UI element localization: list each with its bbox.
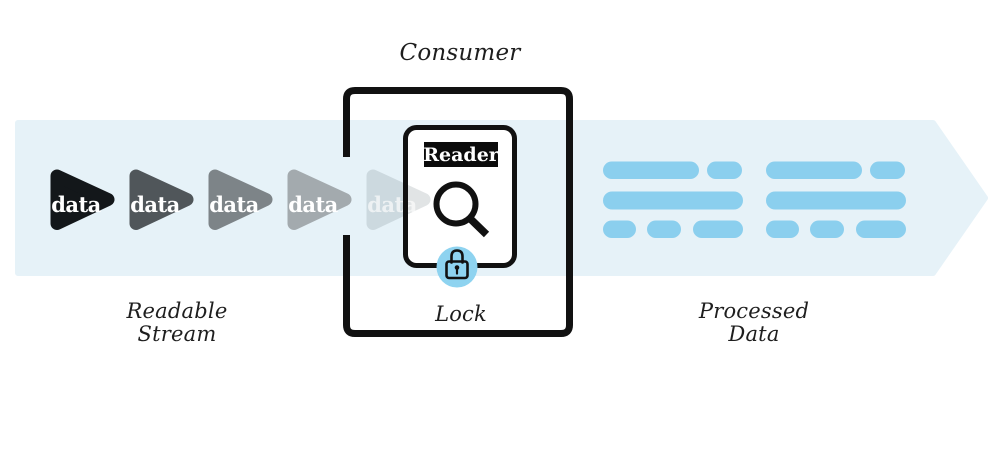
data-chunk-5 bbox=[366, 169, 431, 230]
processed-data-bar bbox=[856, 220, 906, 238]
reader-label: Reader bbox=[423, 142, 499, 167]
data-chunk-2-label: data bbox=[130, 192, 180, 217]
consumer-box-border bbox=[343, 87, 573, 337]
data-chunk-4 bbox=[287, 169, 352, 230]
processed-data-bar bbox=[603, 220, 636, 238]
data-chunk-3 bbox=[208, 169, 273, 230]
processed-data-bar bbox=[647, 220, 681, 238]
processed-data-bar bbox=[693, 220, 743, 238]
data-chunk-4-label: data bbox=[288, 192, 338, 217]
search-icon bbox=[433, 181, 490, 238]
processed-data-bar bbox=[810, 220, 844, 238]
lock-label: Lock bbox=[435, 302, 487, 326]
processed-data-bar bbox=[766, 220, 799, 238]
lock-badge bbox=[436, 246, 478, 288]
data-chunk-1 bbox=[50, 169, 115, 230]
processed-data-bar bbox=[603, 161, 699, 179]
processed-data-label: Processed Data bbox=[698, 299, 810, 346]
processed-data-bar bbox=[766, 161, 862, 179]
processed-data-group-2 bbox=[766, 161, 906, 238]
processed-data-bar bbox=[870, 161, 905, 179]
lock-icon bbox=[445, 249, 469, 280]
processed-data-bar bbox=[707, 161, 742, 179]
data-chunk-5-label: data bbox=[367, 192, 417, 217]
data-chunk-3-label: data bbox=[209, 192, 259, 217]
processed-data-bar bbox=[766, 191, 906, 210]
processed-data-group-1 bbox=[603, 161, 743, 238]
processed-data-bar bbox=[603, 191, 743, 210]
data-chunk-2 bbox=[129, 169, 194, 230]
data-chunk-1-label: data bbox=[51, 192, 101, 217]
readable-stream-label: Readable Stream bbox=[126, 299, 228, 346]
consumer-label: Consumer bbox=[399, 40, 521, 66]
